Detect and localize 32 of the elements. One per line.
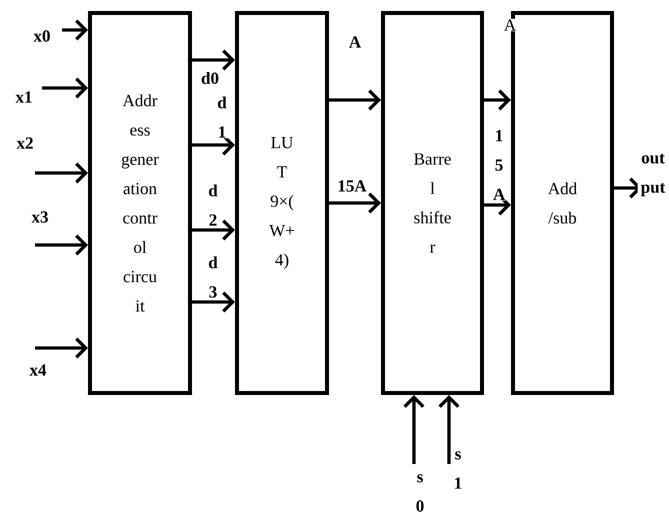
edge-label: x4 — [24, 364, 52, 376]
arrow — [62, 20, 88, 41]
arrow — [484, 90, 511, 111]
edge-label: 1 5 A — [492, 129, 506, 201]
edge-label: s 0 — [413, 474, 427, 512]
edge-label: s 1 — [451, 450, 465, 490]
arrow — [35, 338, 88, 359]
edge-label: x1 — [10, 90, 38, 104]
edge-label: x2 — [11, 136, 39, 150]
edge-label: A — [346, 36, 364, 48]
arrow — [35, 234, 88, 256]
edge-label: out put — [638, 153, 668, 197]
arrow — [403, 395, 424, 464]
block-box: Barre l shifte r — [381, 11, 484, 395]
edge-label: d 2 — [206, 184, 220, 226]
arrow — [192, 50, 235, 71]
arrow — [329, 90, 381, 111]
arrow — [438, 395, 460, 464]
arrow — [329, 192, 381, 214]
edge-label: d 1 — [215, 96, 229, 138]
edge-label: A — [501, 18, 519, 32]
edge-label: d0 — [198, 71, 222, 85]
edge-label: x0 — [28, 30, 56, 42]
block-box: LU T 9×( W+ 4) — [235, 11, 329, 395]
arrow — [192, 220, 235, 241]
arrow — [192, 292, 235, 313]
edge-label: 15A — [335, 180, 369, 192]
block-box: Addr ess gener ation contr ol circu it — [88, 11, 192, 395]
arrow — [42, 78, 88, 99]
edge-label: x3 — [26, 210, 54, 224]
arrow — [35, 162, 88, 184]
edge-label: d 3 — [206, 256, 220, 298]
